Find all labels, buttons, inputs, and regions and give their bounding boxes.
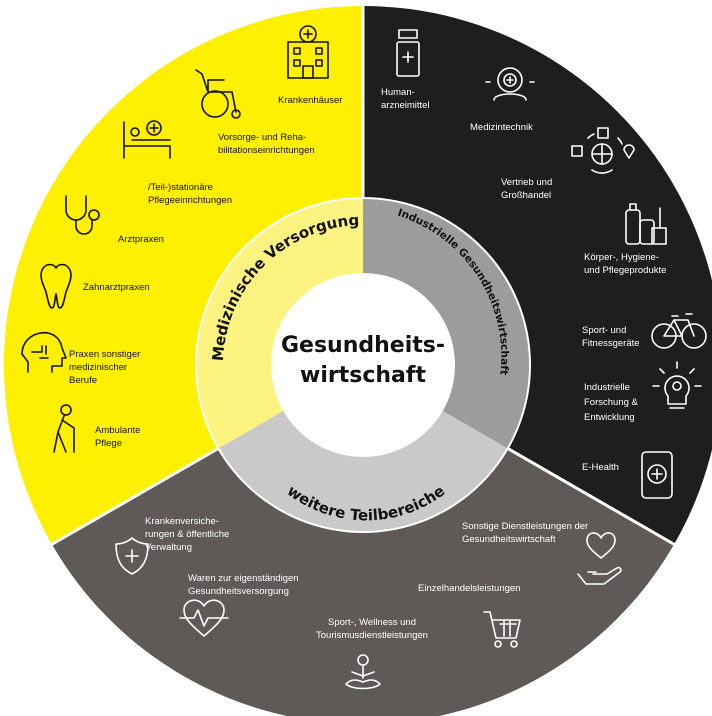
item-vertrieb: Vertrieb und Großhandel: [501, 127, 635, 201]
item-praxen-sonstiger: Praxen sonstiger medizinischer Berufe: [21, 332, 140, 386]
care-bed-icon: [123, 120, 171, 159]
label-pflege-l1: /Teil-)stationäre: [148, 182, 213, 193]
label-arztpraxen: Arztpraxen: [118, 234, 164, 245]
item-sonstige-dienstleistungen: Sonstige Dienstleistungen der Gesundheit…: [462, 521, 622, 585]
label-ehealth: E-Health: [582, 462, 619, 473]
item-koerper-hygiene: Körper-, Hygiene- und Pflegeprodukte: [584, 203, 667, 276]
item-sport-wellness: Sport-, Wellness und Tourismusdienstleis…: [316, 617, 428, 690]
label-human-l1: Human-: [381, 87, 415, 98]
label-forschung-l2: Forschung &: [584, 397, 639, 408]
label-wellness-l2: Tourismusdienstleistungen: [316, 630, 428, 641]
center-title-line2: wirtschaft: [300, 363, 426, 388]
label-zahnarztpraxen: Zahnarztpraxen: [83, 282, 150, 293]
item-vorsorge-reha: Vorsorge- und Reha- bilitationseinrichtu…: [195, 69, 315, 156]
label-versicherung-l3: Verwaltung: [145, 542, 192, 553]
label-koerper-l2: und Pflegeprodukte: [584, 265, 666, 276]
heartbeat-icon: [179, 599, 229, 637]
research-bulb-icon: [652, 361, 702, 409]
label-versicherung-l2: rungen & öffentliche: [145, 529, 229, 540]
label-medizintechnik: Medizintechnik: [470, 122, 533, 133]
medtech-gear-icon: [485, 67, 535, 101]
label-human-l2: arzneimittel: [381, 100, 430, 111]
label-praxen-l3: Berufe: [69, 375, 97, 386]
label-praxen-l1: Praxen sonstiger: [69, 349, 140, 360]
item-krankenhaeuser: Krankenhäuser: [278, 25, 342, 106]
item-medizintechnik: Medizintechnik: [470, 67, 535, 133]
label-forschung-l1: Industrielle: [584, 382, 630, 393]
label-wellness-l1: Sport-, Wellness und: [328, 617, 416, 628]
label-einzelhandel: Einzelhandelsleistungen: [418, 583, 520, 594]
hygiene-products-icon: [625, 203, 667, 245]
item-zahnarztpraxen: Zahnarztpraxen: [40, 263, 150, 309]
label-ambulante-l1: Ambulante: [95, 425, 140, 436]
tablet-health-icon: [641, 451, 673, 499]
wheelchair-icon: [195, 69, 241, 119]
label-pflege-l2: Pflegeeinrichtungen: [148, 195, 232, 206]
item-waren: Waren zur eigenständigen Gesundheitsvers…: [179, 573, 299, 637]
item-ehealth: E-Health: [582, 451, 673, 499]
medicine-bottle-icon: [396, 29, 420, 77]
hospital-icon: [287, 25, 329, 79]
item-arztpraxen: Arztpraxen: [65, 195, 164, 245]
label-waren-l2: Gesundheitsversorgung: [188, 586, 289, 597]
shopping-cart-icon: [483, 611, 521, 648]
item-sport-fitness: Sport- und Fitnessgeräte: [582, 313, 707, 349]
center-circle: [271, 273, 455, 457]
item-ambulante-pflege: Ambulante Pflege: [53, 404, 140, 453]
label-waren-l1: Waren zur eigenständigen: [188, 573, 299, 584]
item-einzelhandel: Einzelhandelsleistungen: [418, 583, 521, 648]
label-sport-l2: Fitnessgeräte: [582, 338, 640, 349]
label-koerper-l1: Körper-, Hygiene-: [584, 252, 659, 263]
brain-head-icon: [21, 332, 67, 373]
bicycle-icon: [651, 313, 707, 349]
label-vorsorge-l1: Vorsorge- und Reha-: [218, 132, 306, 143]
item-forschung: Industrielle Forschung & Entwicklung: [584, 361, 702, 423]
hand-heart-icon: [577, 532, 622, 585]
label-sonstige-l1: Sonstige Dienstleistungen der: [462, 521, 588, 532]
center-title-line1: Gesundheits-: [281, 333, 445, 358]
label-forschung-l3: Entwicklung: [584, 412, 635, 423]
label-versicherung-l1: Krankenversiche-: [145, 516, 219, 527]
label-krankenhaeuser: Krankenhäuser: [278, 95, 342, 106]
label-praxen-l2: medizinischer: [69, 362, 127, 373]
item-krankenversicherungen: Krankenversiche- rungen & öffentliche Ve…: [115, 516, 229, 575]
tooth-icon: [40, 263, 72, 309]
label-sport-l1: Sport- und: [582, 325, 626, 336]
label-vertrieb-l2: Großhandel: [501, 190, 551, 201]
label-vorsorge-l2: bilitationseinrichtungen: [218, 145, 315, 156]
shield-cross-icon: [115, 537, 149, 575]
elderly-cane-icon: [53, 404, 75, 453]
item-humanarzneimittel: Human- arzneimittel: [381, 29, 430, 111]
meditation-icon: [345, 654, 381, 690]
stethoscope-icon: [65, 195, 100, 235]
item-pflegeeinrichtungen: /Teil-)stationäre Pflegeeinrichtungen: [123, 120, 232, 206]
label-vertrieb-l1: Vertrieb und: [501, 177, 552, 188]
global-distribution-icon: [571, 127, 635, 174]
label-sonstige-l2: Gesundheitswirtschaft: [462, 534, 556, 545]
label-ambulante-l2: Pflege: [95, 438, 122, 449]
